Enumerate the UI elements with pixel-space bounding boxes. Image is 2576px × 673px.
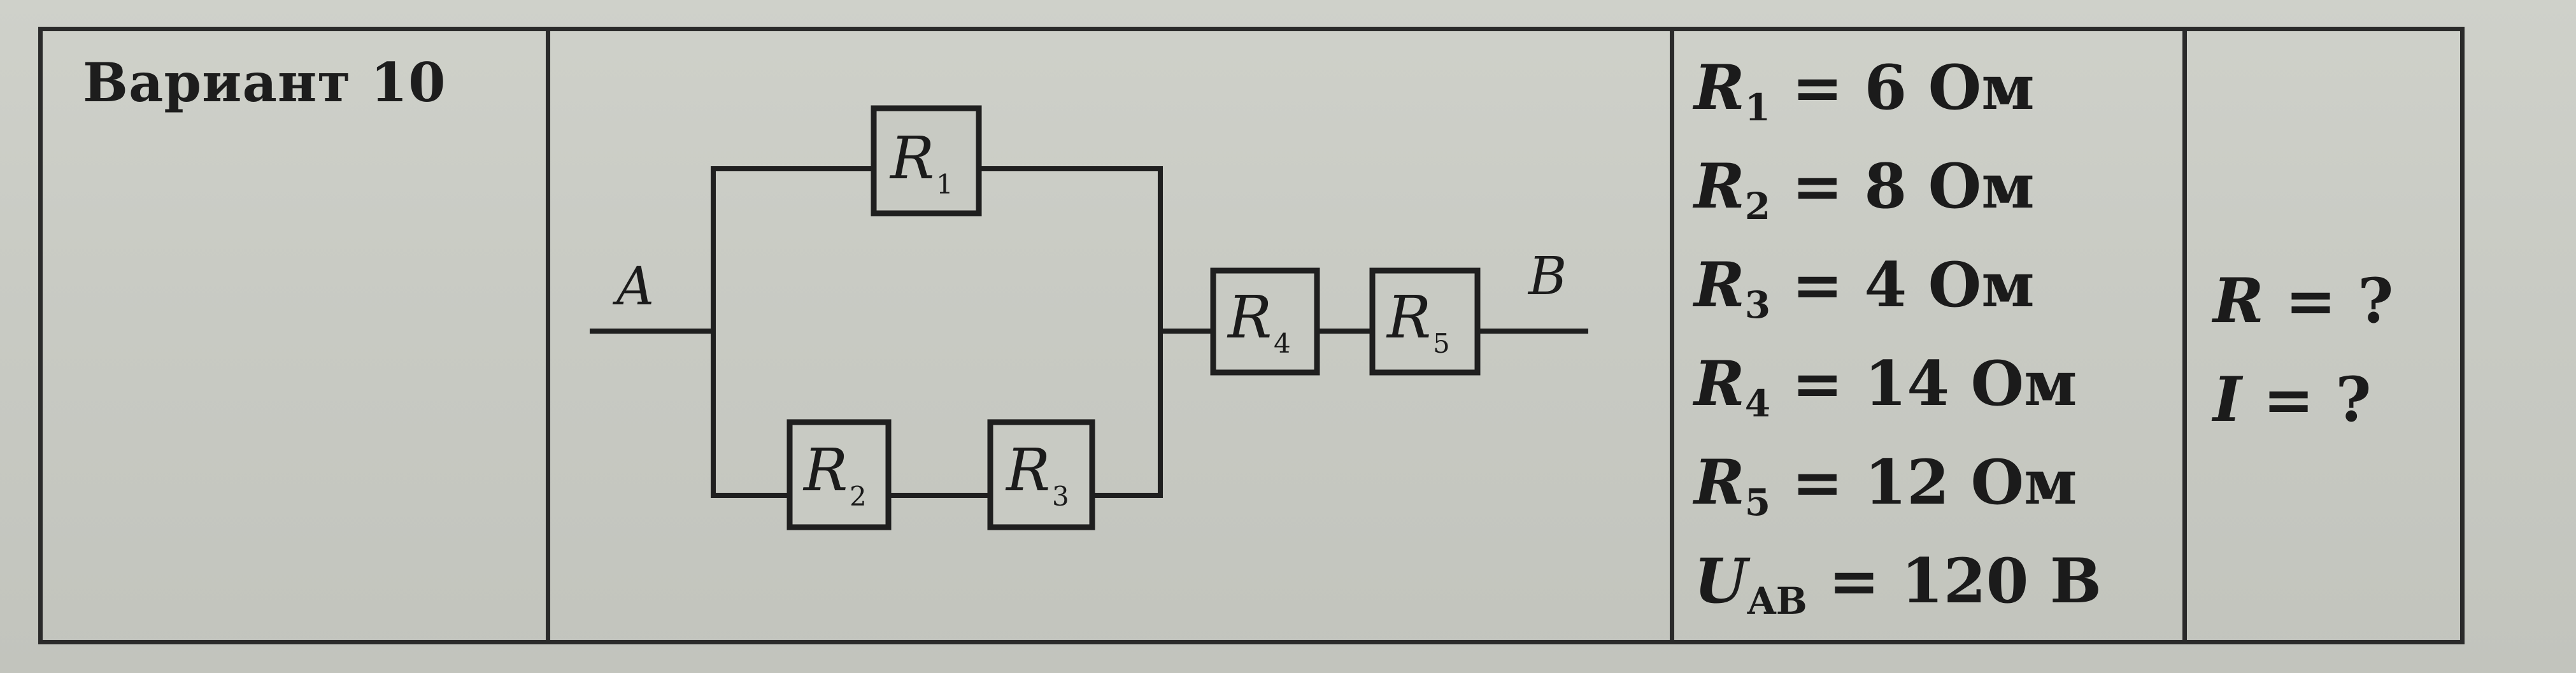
resistor-r2 [786,419,892,530]
node-b-label: B [1527,246,1567,307]
resistor-r5 [1369,267,1481,376]
unknown-values: R = ? I = ? [2213,251,2393,449]
resistor-r3 [987,419,1095,530]
resistor-r2-index: 2 [850,481,867,512]
given-voltage: UAB = 120 В [1694,545,2102,623]
resistor-r4-index: 4 [1274,328,1291,359]
column-divider [2182,31,2187,640]
given-r3: R3 = 4 Ом [1694,249,2035,327]
resistor-r1-letter: R [889,124,934,192]
resistor-r4 [1210,267,1320,376]
given-r2: R2 = 8 Ом [1694,150,2035,228]
resistor-r5-letter: R [1386,283,1431,351]
resistor-r4-letter: R [1227,283,1272,351]
node-a-label: A [612,257,654,317]
column-divider [546,31,550,640]
given-values: R1 = 6 Ом R2 = 8 Ом R3 = 4 Ом R4 = 14 Ом… [1694,38,2102,630]
resistor-r1-index: 1 [936,169,953,200]
variant-title: Вариант 10 [83,51,446,114]
given-r5: R5 = 12 Ом [1694,446,2077,524]
task-table [38,27,2465,644]
unknown-resistance: R = ? [2213,265,2394,337]
column-divider [1670,31,1674,640]
unknown-current: I = ? [2213,364,2372,436]
resistor-r5-index: 5 [1433,328,1450,359]
resistor-r2-letter: R [802,436,848,504]
resistor-r3-letter: R [1005,436,1050,504]
given-r1: R1 = 6 Ом [1694,52,2035,129]
resistor-r1 [871,105,982,216]
given-r4: R4 = 14 Ом [1694,348,2077,425]
resistor-r3-index: 3 [1052,481,1069,512]
